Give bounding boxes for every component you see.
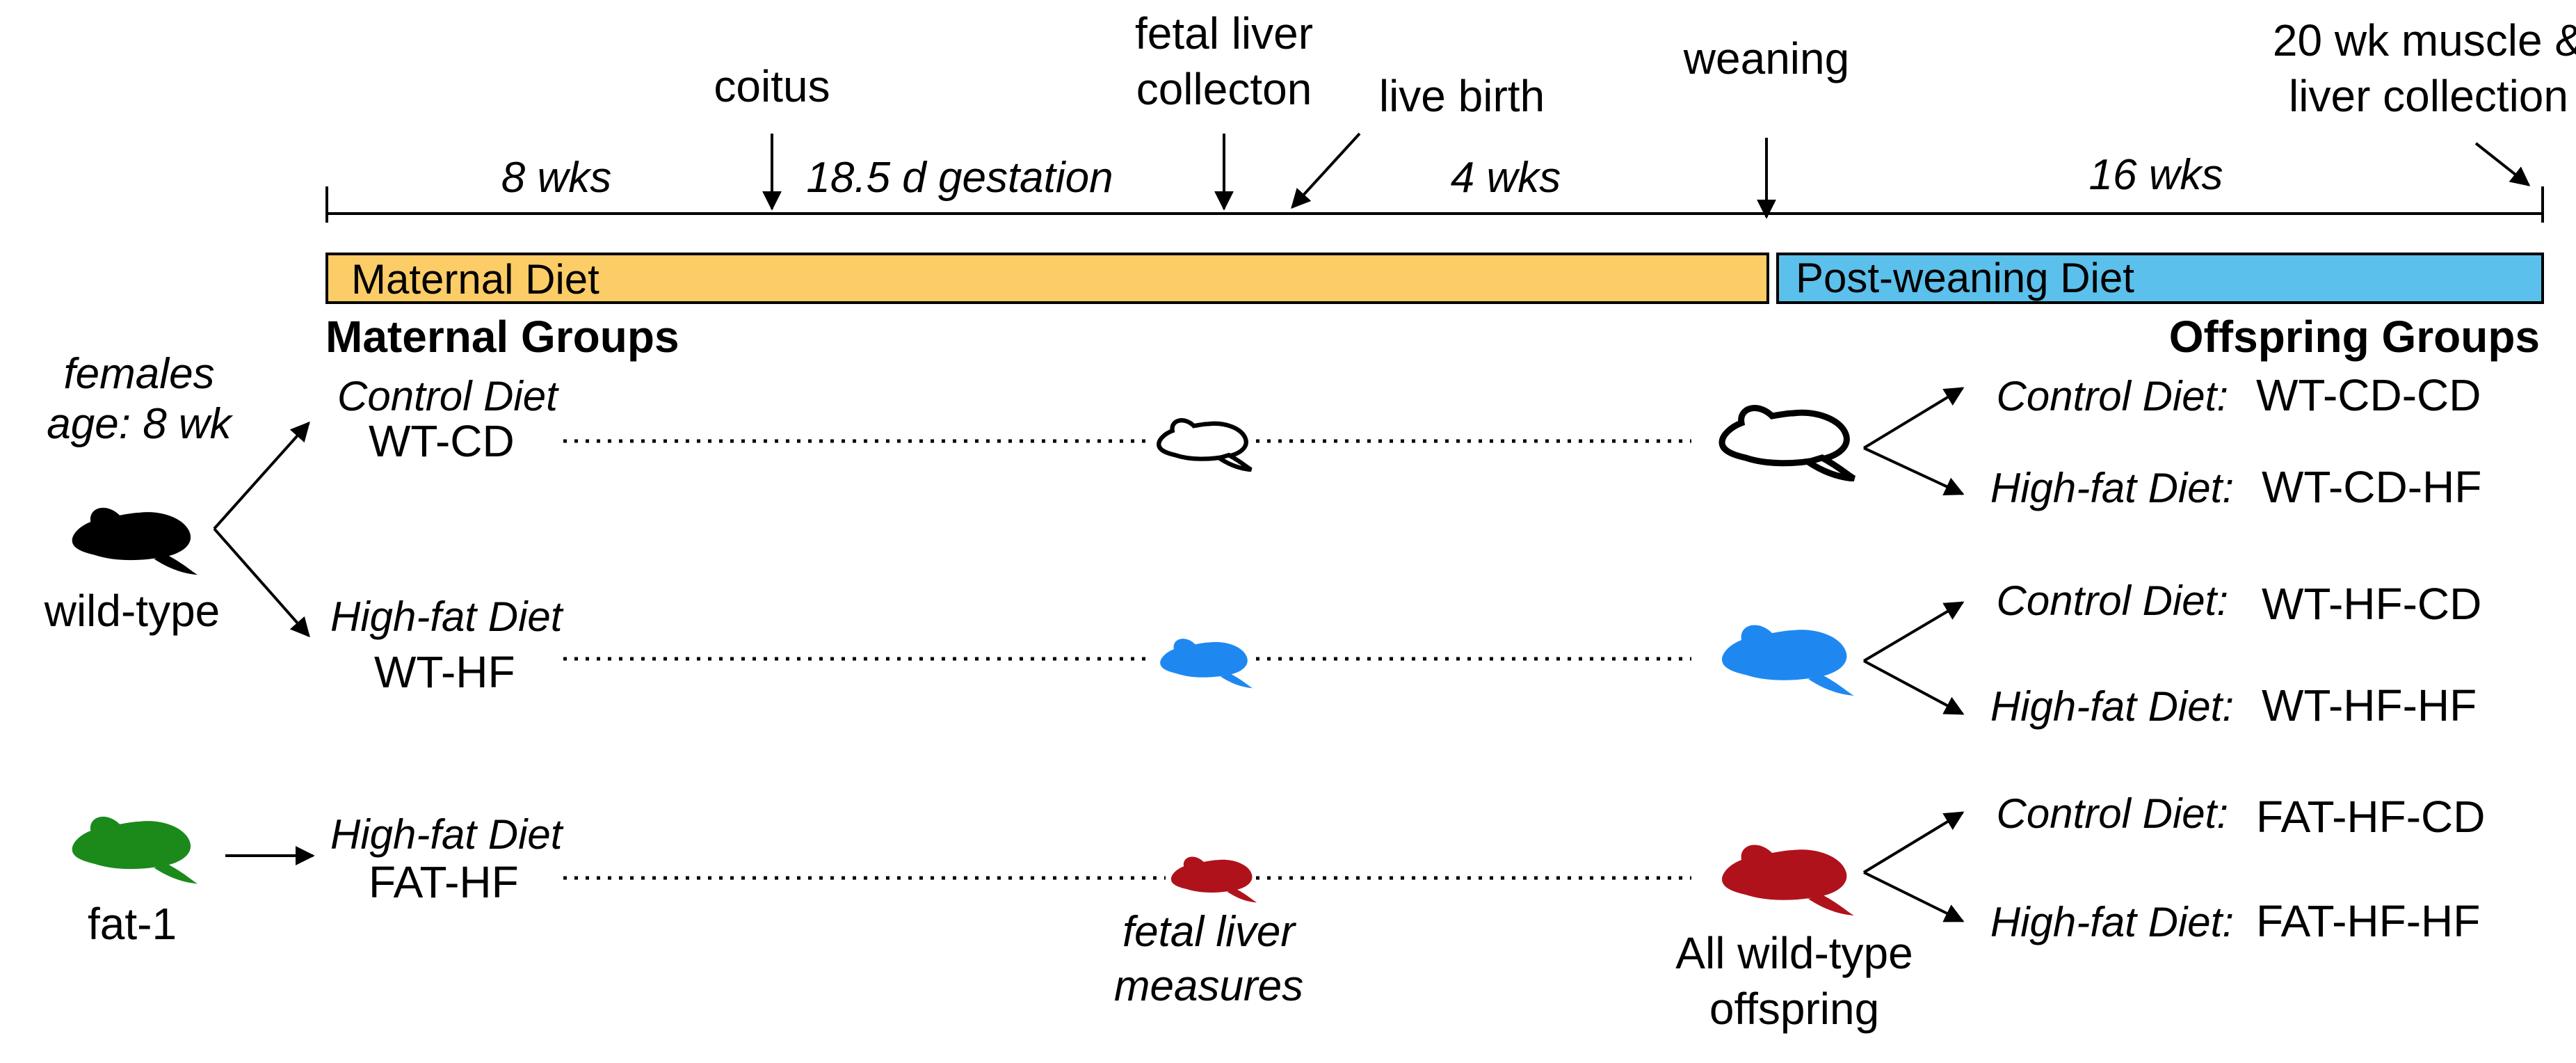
fetal-liver-note-line1: fetal liver (1122, 908, 1296, 956)
duration-post-weaning: 16 wks (2089, 151, 2223, 199)
arrow-icon (1862, 387, 1965, 449)
arrow-icon (213, 527, 310, 638)
event-live-birth: live birth (1379, 71, 1545, 121)
offspring-diet-label: Control Diet: (1997, 373, 2228, 419)
arrow-icon (213, 421, 310, 530)
mouse-icon (1722, 625, 1854, 696)
arrow-icon (1863, 871, 1965, 922)
maternal-groups-heading: Maternal Groups (325, 312, 679, 362)
offspring-group-name: WT-HF-CD (2262, 579, 2481, 629)
maternal-diet-label: High-fat Diet (330, 811, 564, 858)
maternal-group-name: WT-HF (374, 647, 515, 697)
event-fetal-liver-line1: fetal liver (1135, 8, 1313, 58)
diet-bars: Maternal Diet Post-weaning Diet (325, 253, 2544, 304)
offspring-note-line2: offspring (1709, 984, 1879, 1034)
offspring-group-name: FAT-HF-HF (2256, 896, 2480, 946)
duration-gestation: 18.5 d gestation (806, 154, 1113, 202)
offspring-groups-heading: Offspring Groups (2169, 312, 2540, 362)
mouse-icon (72, 507, 198, 575)
arrow-icon (2474, 142, 2531, 186)
arrow-icon (1862, 601, 1965, 662)
mouse-icon (1160, 639, 1253, 689)
mouse-icon (1159, 420, 1251, 470)
event-fetal-liver-line2: collecton (1136, 64, 1312, 114)
mouse-icon (1170, 856, 1257, 903)
event-coitus: coitus (714, 61, 830, 111)
duration-lactation: 4 wks (1451, 154, 1561, 202)
founders: females age: 8 wk wild-type fat-1 (44, 350, 234, 949)
females-label-line1: females (63, 350, 214, 398)
offspring-diet-label: High-fat Diet: (1990, 683, 2234, 730)
post-weaning-diet-label: Post-weaning Diet (1796, 255, 2134, 301)
offspring-diet-label: High-fat Diet: (1990, 465, 2234, 511)
females-label-line2: age: 8 wk (47, 400, 233, 448)
fetal-liver-note-line2: measures (1114, 962, 1303, 1010)
offspring-groups: Control Diet: WT-CD-CD High-fat Diet: WT… (1990, 370, 2486, 946)
arrow-icon (1863, 447, 1965, 496)
offspring-arrows (1862, 387, 1965, 922)
maternal-group-fat-hf: High-fat Diet FAT-HF fetal liver measure… (330, 811, 1913, 1034)
offspring-diet-label: High-fat Diet: (1990, 899, 2234, 945)
timeline: coitus fetal liver collecton live birth … (325, 8, 2576, 223)
maternal-group-wt-cd: Control Diet WT-CD (337, 373, 1854, 479)
post-weaning-diet-bar (1776, 253, 2544, 304)
wild-type-label: wild-type (44, 586, 220, 636)
offspring-group-name: FAT-HF-CD (2256, 792, 2485, 842)
maternal-group-name: FAT-HF (369, 857, 519, 907)
offspring-group-name: WT-CD-HF (2262, 462, 2481, 512)
mouse-icon (72, 816, 198, 884)
offspring-note-line1: All wild-type (1675, 928, 1913, 978)
maternal-group-name: WT-CD (369, 416, 515, 466)
maternal-diet-bar (325, 253, 1769, 304)
offspring-diet-label: Control Diet: (1997, 790, 2228, 837)
event-final-collection-line2: liver collection (2289, 71, 2568, 121)
arrow-icon (1862, 811, 1965, 874)
arrow-icon (1291, 132, 1361, 209)
maternal-diet-label: Control Diet (337, 373, 559, 419)
event-weaning: weaning (1683, 33, 1849, 83)
mouse-icon (1722, 845, 1854, 916)
duration-pre-mating: 8 wks (501, 154, 611, 202)
maternal-group-wt-hf: High-fat Diet WT-HF (330, 593, 1854, 697)
offspring-group-name: WT-CD-CD (2256, 370, 2481, 420)
arrow-icon (1863, 660, 1965, 715)
offspring-group-name: WT-HF-HF (2262, 680, 2477, 730)
maternal-diet-label: Maternal Diet (351, 256, 599, 303)
fat1-label: fat-1 (88, 899, 177, 949)
offspring-diet-label: Control Diet: (1997, 577, 2228, 624)
maternal-diet-label: High-fat Diet (330, 593, 564, 640)
mouse-icon (1722, 408, 1854, 479)
event-final-collection-line1: 20 wk muscle & (2273, 15, 2576, 65)
